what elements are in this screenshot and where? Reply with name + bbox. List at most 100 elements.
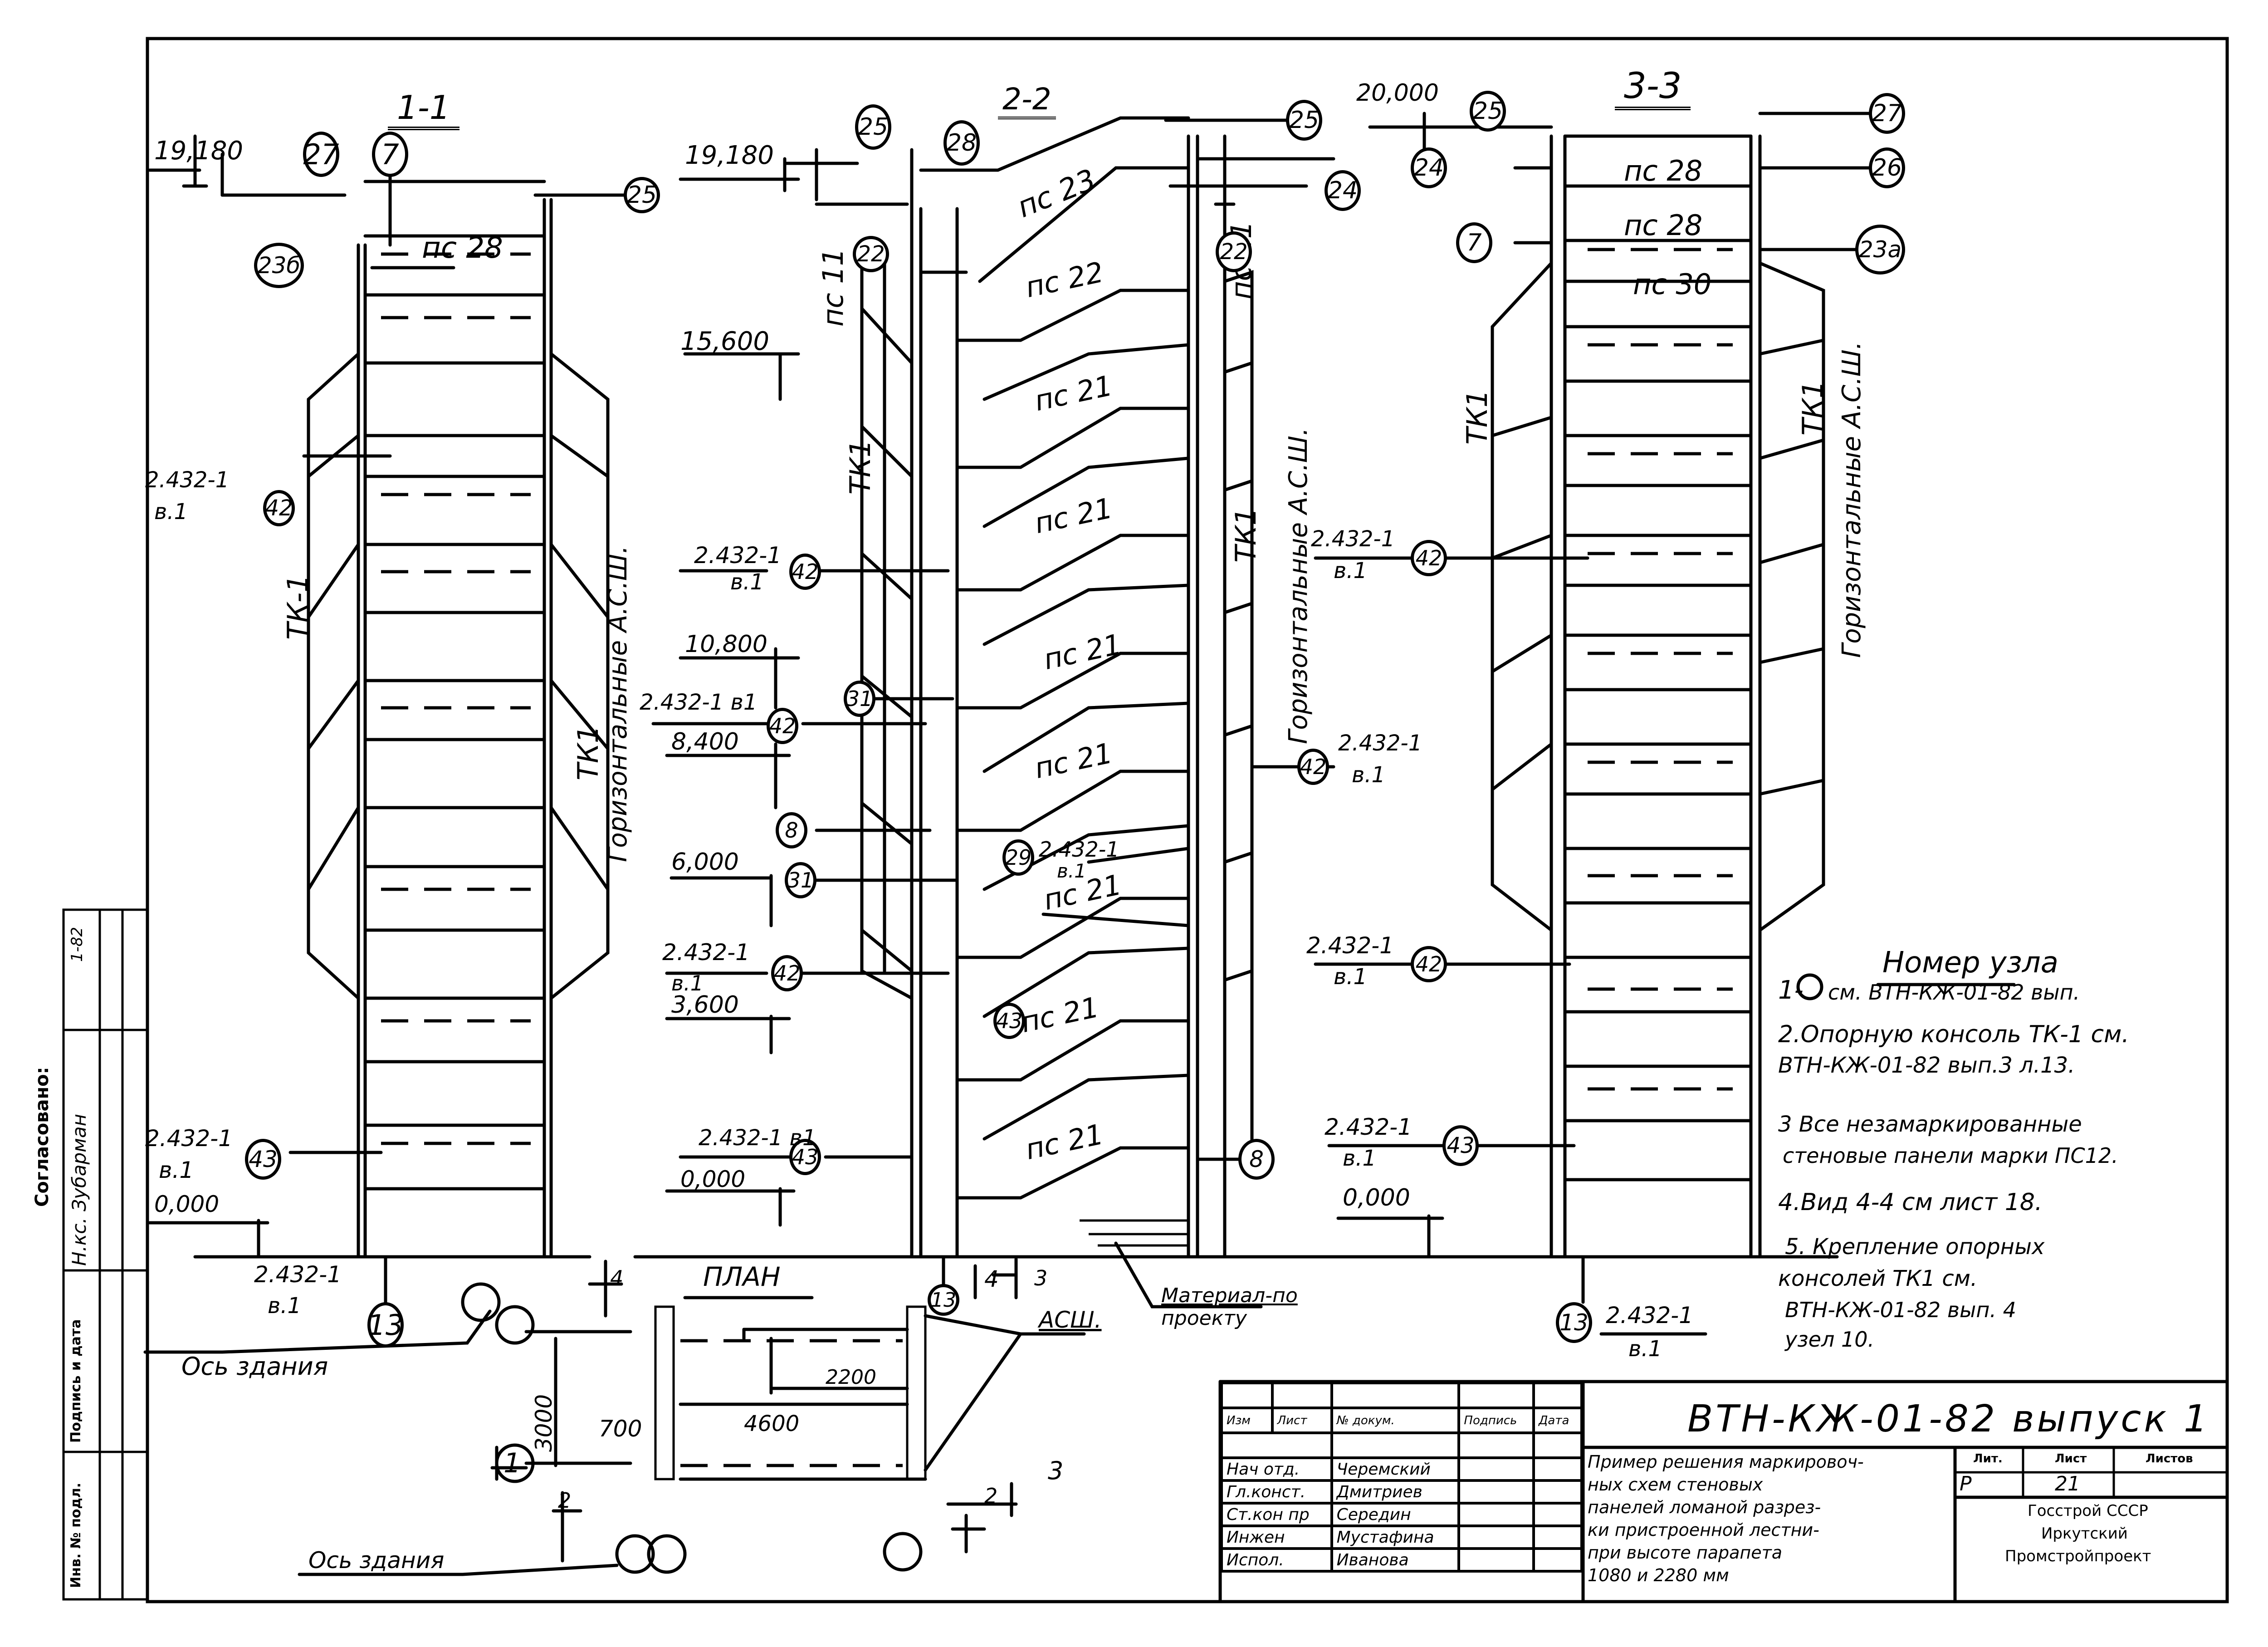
node-marker: 42 <box>789 554 821 590</box>
sheet-header: Лист <box>2055 1452 2087 1466</box>
org-line: Госстрой СССР <box>2028 1502 2148 1520</box>
legend-node-circle <box>1796 973 1823 1000</box>
description-line: при высоте парапета <box>1588 1543 1783 1563</box>
plan-title: ПЛАН <box>703 1261 781 1292</box>
node-marker: 25 <box>855 104 891 150</box>
bracket-label: ТК1 <box>1796 380 1829 436</box>
title-block-frame <box>1218 1380 2229 1603</box>
panel-label: пс 28 <box>1624 154 1703 187</box>
note-5-line2: консолей ТК1 см. <box>1778 1266 1978 1291</box>
node-marker: 42 <box>1297 749 1329 785</box>
node-marker: 25 <box>1470 91 1506 132</box>
node-marker: 42 <box>771 955 803 991</box>
panel-label: пс 28 <box>422 231 503 265</box>
org-line: Промстройпроект <box>2005 1547 2151 1565</box>
col-header: Лист <box>1271 1407 1333 1434</box>
staff-name: Середин <box>1330 1502 1461 1527</box>
note-1: см. ВТН-КЖ-01-82 вып. <box>1828 980 2080 1005</box>
elevation-mark: 0,000 <box>680 1166 746 1192</box>
series-ref: в.1 <box>1334 964 1368 990</box>
section-2-2 <box>633 116 1363 1313</box>
staff-role: Нач отд. <box>1220 1456 1333 1482</box>
node-marker: 31 <box>785 862 816 898</box>
material-label: Материал-по <box>1161 1284 1298 1307</box>
bracket-label: пс 11 <box>816 248 850 327</box>
section-title-1-1: 1-1 <box>388 88 459 130</box>
elevation-mark: 10,800 <box>685 631 767 658</box>
node-marker: 8 <box>1238 1139 1275 1180</box>
bracket-label: Горизонтальные А.С.Ш. <box>1837 341 1867 658</box>
note-4: 4.Вид 4-4 см лист 18. <box>1778 1189 2043 1216</box>
side-stamp-grid <box>62 908 149 1601</box>
description-line: Пример решения маркировоч- <box>1588 1452 1864 1472</box>
sheets-header: Листов <box>2146 1452 2193 1466</box>
node-marker: 42 <box>1411 946 1447 982</box>
series-ref: в.1 <box>1334 558 1368 583</box>
description-line: панелей ломаной разрез- <box>1588 1497 1821 1517</box>
elevation-mark: 8,400 <box>671 728 739 755</box>
series-ref: 2.432-1 в1 <box>640 690 758 715</box>
acsh-label: АСШ. <box>1039 1307 1102 1333</box>
cut-mark-label: 3 <box>1034 1266 1048 1290</box>
panel-label: пс 28 <box>1624 209 1703 242</box>
staff-role: Испол. <box>1220 1547 1333 1573</box>
node-marker: 43 <box>789 1139 821 1175</box>
staff-row: Инжен Мустафина <box>1220 1524 1583 1550</box>
staff-name: Дмитриев <box>1330 1479 1461 1505</box>
col-header: Дата <box>1532 1407 1583 1434</box>
legend-title: Номер узла <box>1882 946 2058 980</box>
node-marker: 23б <box>254 243 304 288</box>
org-line: Иркутский <box>2041 1524 2128 1543</box>
agreed-signature: Н.кс. Зубарман <box>68 1113 90 1266</box>
plan-dimension: 2200 <box>826 1366 876 1389</box>
series-ref: 2.432-1 <box>145 467 230 493</box>
staff-role: Ст.кон пр <box>1220 1502 1333 1527</box>
series-ref: в.1 <box>730 569 764 595</box>
bracket-label: ТК1 <box>844 439 877 495</box>
series-ref: в.1 <box>159 1157 194 1183</box>
bracket-label: ТК1 <box>572 725 605 780</box>
series-ref: 2.432-1 <box>694 542 782 569</box>
section-title-2-2: 2-2 <box>998 82 1056 119</box>
node-marker: 28 <box>943 120 980 166</box>
plan-view <box>143 1257 1086 1576</box>
note-3: 3 Все незамаркированные <box>1778 1112 2082 1137</box>
series-ref: в.1 <box>1352 762 1386 788</box>
stage-header: Лит. <box>1973 1452 2003 1466</box>
elevation-mark: 0,000 <box>154 1191 220 1217</box>
cut-mark-label: 2 <box>984 1484 998 1508</box>
node-marker: 24 <box>1325 170 1361 211</box>
staff-role: Инжен <box>1220 1524 1333 1550</box>
elevation-mark: 6,000 <box>671 848 739 876</box>
bracket-label: ТК1 <box>1461 389 1494 445</box>
cut-mark-label: 3 <box>1048 1456 1064 1485</box>
series-ref: 2.432-1 <box>1306 932 1394 959</box>
elevation-mark: 15,600 <box>680 327 769 356</box>
series-ref: 2.432-1 <box>1325 1114 1412 1140</box>
elevation-mark: 19,180 <box>685 141 774 170</box>
node-marker: 43 <box>1442 1125 1479 1166</box>
node-marker: 27 <box>1869 93 1905 134</box>
series-ref: в.1 <box>268 1293 302 1319</box>
elevation-mark: 0,000 <box>1343 1184 1410 1211</box>
series-ref: в.1 <box>1343 1146 1377 1171</box>
sheet-frame <box>146 37 2229 1603</box>
series-ref: 2.432-1 <box>1606 1302 1693 1328</box>
node-marker: 42 <box>767 708 798 744</box>
node-marker: 25 <box>1286 100 1322 141</box>
cut-mark-label: 4 <box>984 1266 999 1292</box>
description-line: ных схем стеновых <box>1588 1475 1763 1495</box>
node-marker: 22 <box>1216 231 1252 272</box>
node-marker: 42 <box>263 490 295 526</box>
plan-dimension: 3000 <box>531 1394 557 1452</box>
node-marker: 22 <box>853 236 889 272</box>
material-label: проекту <box>1161 1307 1247 1330</box>
node-marker: 8 <box>776 812 807 848</box>
section-title-3-3: 3-3 <box>1615 66 1691 110</box>
series-ref: в.1 <box>154 499 188 524</box>
col-header: Изм <box>1220 1407 1274 1434</box>
note-1-prefix: 1- <box>1778 975 1804 1005</box>
revision-table: Изм Лист № докум. Подпись Дата Нач отд. … <box>1220 1382 1583 1573</box>
stage-value: Р <box>1960 1472 1972 1495</box>
